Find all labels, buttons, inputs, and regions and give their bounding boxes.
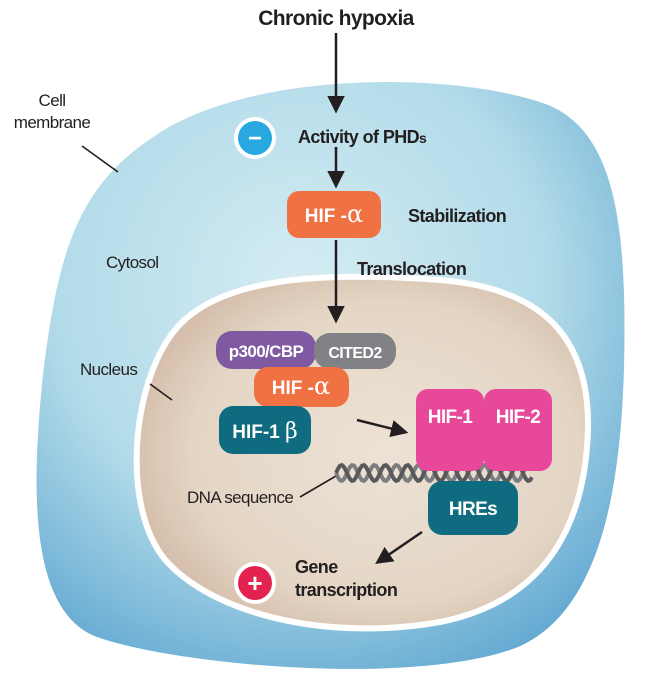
hif-2-box: HIF-2: [484, 389, 552, 471]
leader-line-membrane: [81, 145, 119, 173]
leader-line-nucleus: [149, 383, 173, 401]
arrow-hres-to-transcription: [375, 530, 423, 564]
minus-sign-icon: −: [234, 117, 276, 159]
svg-text:CITED2: CITED2: [328, 345, 382, 362]
cytosol-label: Cytosol: [106, 253, 159, 272]
dna-sequence-label: DNA sequence: [187, 488, 293, 507]
svg-text:+: +: [247, 568, 262, 598]
svg-text:HIF-2: HIF-2: [496, 407, 541, 428]
cell-label: Cell: [39, 91, 66, 110]
svg-text:−: −: [248, 125, 262, 152]
activity-of-phds-label: Activity of PHDs: [298, 127, 427, 147]
svg-text:HIF -α: HIF -α: [305, 200, 363, 228]
svg-text:HREs: HREs: [449, 499, 497, 520]
hif-1-beta-box: HIF-1 β: [219, 406, 311, 454]
chronic-hypoxia-label: Chronic hypoxia: [258, 7, 414, 30]
hres-box: HREs: [428, 481, 518, 535]
p300-cbp-box: p300/CBP: [216, 331, 316, 369]
svg-text:HIF-1 β: HIF-1 β: [232, 419, 298, 444]
cited2-box: CITED2: [314, 333, 396, 369]
svg-text:HIF-1: HIF-1: [428, 407, 474, 428]
svg-text:p300/CBP: p300/CBP: [229, 342, 304, 361]
hif-alpha-nucleus-box: HIF -α: [254, 367, 349, 407]
membrane-label: membrane: [14, 113, 91, 132]
gene-label: Gene: [295, 557, 338, 577]
plus-sign-icon: +: [234, 562, 276, 604]
hif-alpha-cytosol-box: HIF -α: [287, 191, 381, 238]
transcription-label: transcription: [295, 580, 397, 600]
arrow-to-hif-dimers: [356, 418, 409, 438]
svg-text:HIF -α: HIF -α: [272, 372, 330, 400]
stabilization-label: Stabilization: [408, 206, 506, 226]
translocation-label: Translocation: [357, 259, 466, 279]
hif-1-box: HIF-1: [416, 389, 484, 471]
leader-line-dna: [299, 475, 337, 498]
nucleus-label: Nucleus: [80, 360, 137, 379]
